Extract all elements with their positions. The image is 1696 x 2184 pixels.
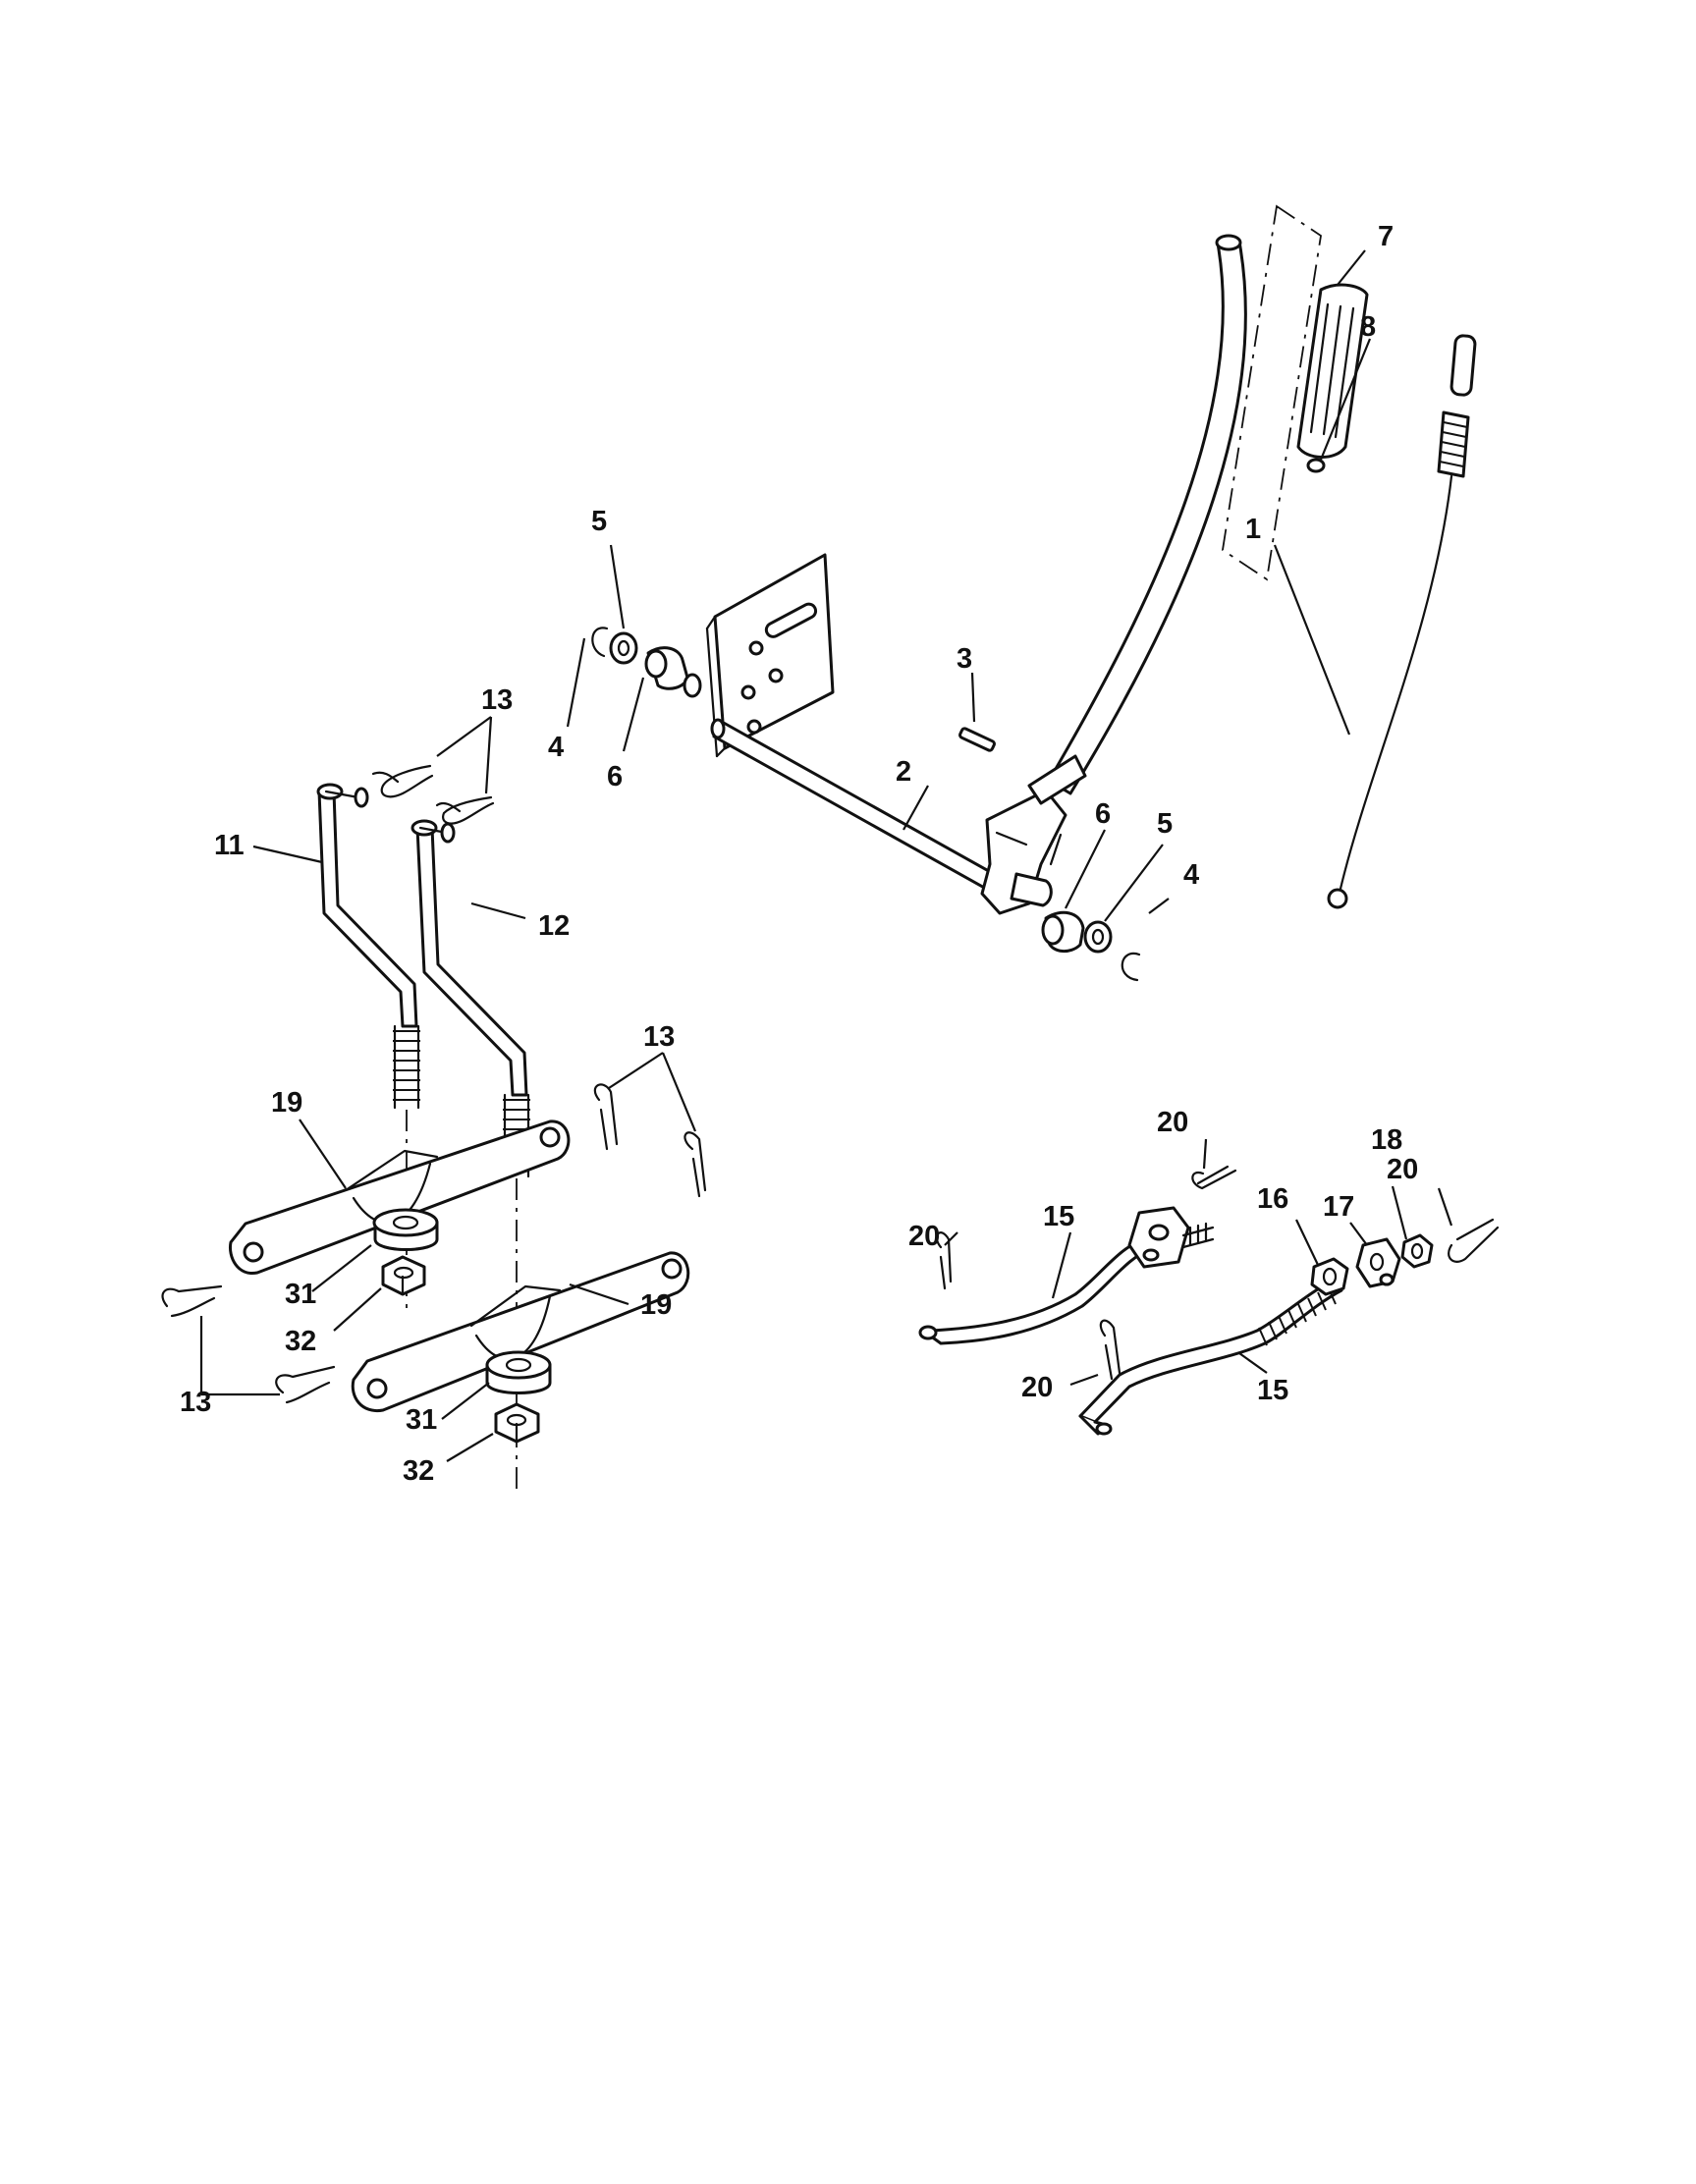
callout-18: 18 [1371,1124,1402,1156]
bushing-right-face [1041,914,1065,946]
hairpin-clip-20-b [1191,1165,1237,1190]
nut-left [381,1255,426,1296]
hairpin-clip-13-c [593,1083,619,1151]
hairpin-clip-13-a [371,764,434,798]
callout-6-right: 6 [1095,798,1111,830]
callout-8: 8 [1360,311,1376,343]
callout-7: 7 [1378,221,1394,252]
lever-bracket [980,754,1087,915]
hairpin-clip-13-b [435,795,495,825]
callout-20-c: 20 [908,1221,940,1252]
callout-32-left: 32 [285,1326,316,1357]
callout-4-left: 4 [548,732,564,763]
hairpin-clip-13-e [161,1284,223,1318]
grip-pin [1306,458,1326,473]
washer-right [1083,920,1113,954]
callout-3: 3 [957,643,972,675]
bushing-left-end [683,673,702,698]
callout-6-left: 6 [607,761,623,792]
callout-20-a: 20 [1157,1107,1188,1138]
hairpin-clip-20-a [935,1231,953,1290]
callout-15-upper: 15 [1043,1201,1074,1232]
callout-13-top: 13 [481,684,513,716]
callout-12: 12 [538,910,570,942]
nut-18 [1400,1233,1434,1269]
trunnion-block [1127,1206,1215,1269]
mounting-plate [705,553,835,758]
shaft-stub-right [1010,872,1053,907]
callout-15-lower: 15 [1257,1375,1288,1406]
leader-lines [199,249,1453,1462]
callout-13-bottom: 13 [180,1387,211,1418]
callout-20-b: 20 [1387,1154,1418,1185]
callout-labels: 1 2 3 4 4 5 5 6 6 7 8 11 12 13 13 13 15 … [180,221,1418,1487]
hairpin-clip-13-d [684,1131,707,1198]
trunnion-17 [1355,1237,1401,1288]
lift-rod-cable [1327,334,1477,909]
callout-5-right: 5 [1157,808,1173,840]
lift-arm-upper [228,1119,571,1275]
lift-link-left [316,783,420,1110]
washer-left [609,631,638,665]
callout-20-d: 20 [1021,1372,1053,1403]
callout-2: 2 [896,756,911,788]
callout-19-lower: 19 [640,1289,672,1321]
handle-grip [1296,283,1369,459]
callout-1: 1 [1245,514,1261,545]
callout-5-left: 5 [591,506,607,537]
bushing-left-face [644,649,668,679]
lift-handle [1047,234,1247,795]
e-ring-right [1121,952,1141,982]
hairpin-clip-13-f [275,1365,336,1404]
callout-32-right: 32 [403,1455,434,1487]
nut-right [494,1402,540,1444]
e-ring-left [591,627,609,658]
shaft-key [958,727,996,752]
lift-arm-lower [351,1251,690,1413]
grip-outline-phantom [1222,204,1322,581]
callout-11: 11 [214,830,245,861]
callout-13-mid: 13 [643,1021,675,1053]
spacer-right [485,1350,552,1394]
callout-17: 17 [1323,1191,1354,1223]
spacer-left [372,1208,439,1251]
hairpin-clip-20-d [1099,1319,1122,1381]
adjust-rod-lower [1078,1277,1343,1436]
callout-31-right: 31 [406,1404,437,1436]
callout-19-upper: 19 [271,1087,302,1119]
callout-16: 16 [1257,1183,1288,1215]
callout-4-right: 4 [1183,859,1199,891]
lift-link-right [410,819,530,1178]
nut-16 [1310,1257,1349,1296]
adjust-rod-upper [918,1235,1153,1345]
hairpin-clip-20-c [1448,1218,1500,1263]
lift-shaft [710,718,1013,901]
callout-31-left: 31 [285,1279,316,1310]
